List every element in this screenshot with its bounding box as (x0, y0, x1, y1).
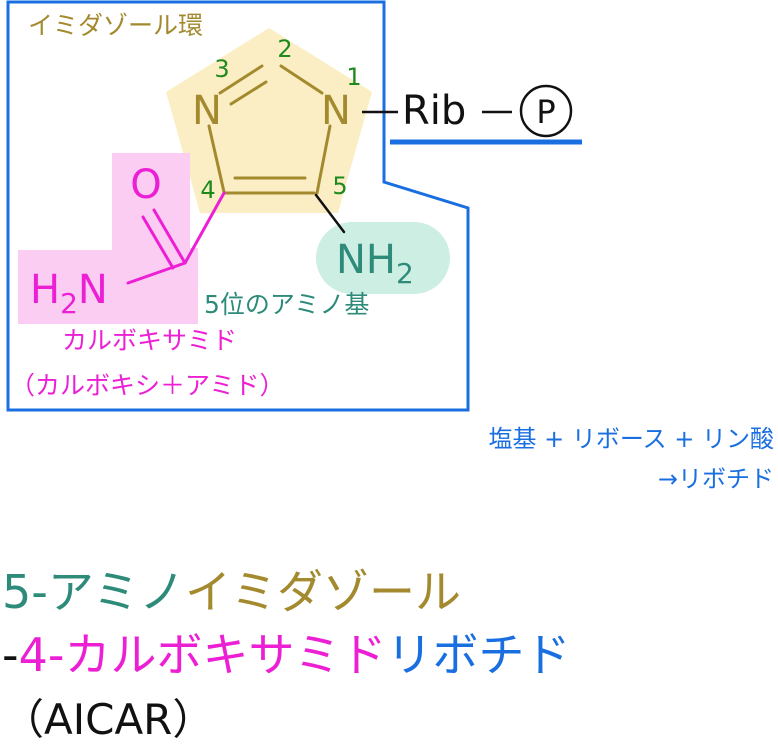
atom-o: O (130, 162, 161, 208)
compound-abbreviation: （AICAR） (2, 695, 214, 744)
bond-c4-carbonyl (183, 191, 226, 265)
atom-phosphate: P (536, 93, 555, 131)
carboxamide-highlight (18, 153, 198, 324)
bond-n1-c5 (315, 124, 332, 195)
position-3: 3 (214, 55, 229, 83)
position-1: 1 (346, 63, 361, 91)
compound-name-line2: -4-カルボキサミドリボチド (2, 628, 570, 682)
amino-group-highlight (316, 222, 450, 294)
ring-bonds (207, 64, 332, 195)
position-5: 5 (332, 172, 347, 200)
bond-n3-c2 (218, 64, 264, 95)
atom-rib: Rib (402, 88, 466, 134)
atom-n1: N (321, 88, 351, 134)
bond-carbonyl-o (152, 208, 187, 265)
bond-n3-c2-double (229, 80, 268, 106)
carboxamide-label: カルボキサミド (62, 326, 237, 355)
nucleotide-box (6, 0, 470, 412)
ring-name-label: イミダゾール環 (28, 11, 203, 40)
bond-c2-n1 (279, 64, 324, 95)
compound-name-line1: 5-アミノイミダゾール (2, 565, 461, 619)
phosphate-circle (519, 84, 573, 138)
nucleotide-note-line2: →リボチド (658, 465, 774, 493)
atom-h2n: H2N (30, 267, 108, 320)
amino-group-label: 5位のアミノ基 (204, 290, 369, 319)
nucleotide-note-line1: 塩基 + リボース + リン酸 (488, 425, 774, 453)
position-4: 4 (200, 176, 215, 204)
bond-c4-n3 (207, 124, 226, 194)
atom-n3: N (192, 88, 222, 134)
bond-carbonyl-n (126, 261, 187, 285)
bond-c5-nh2 (314, 193, 346, 234)
bond-carbonyl-o-double (141, 215, 175, 270)
carboxamide-note: （カルボキシ＋アミド） (10, 371, 285, 400)
position-2: 2 (277, 35, 292, 63)
atom-nh2: NH2 (336, 237, 414, 290)
